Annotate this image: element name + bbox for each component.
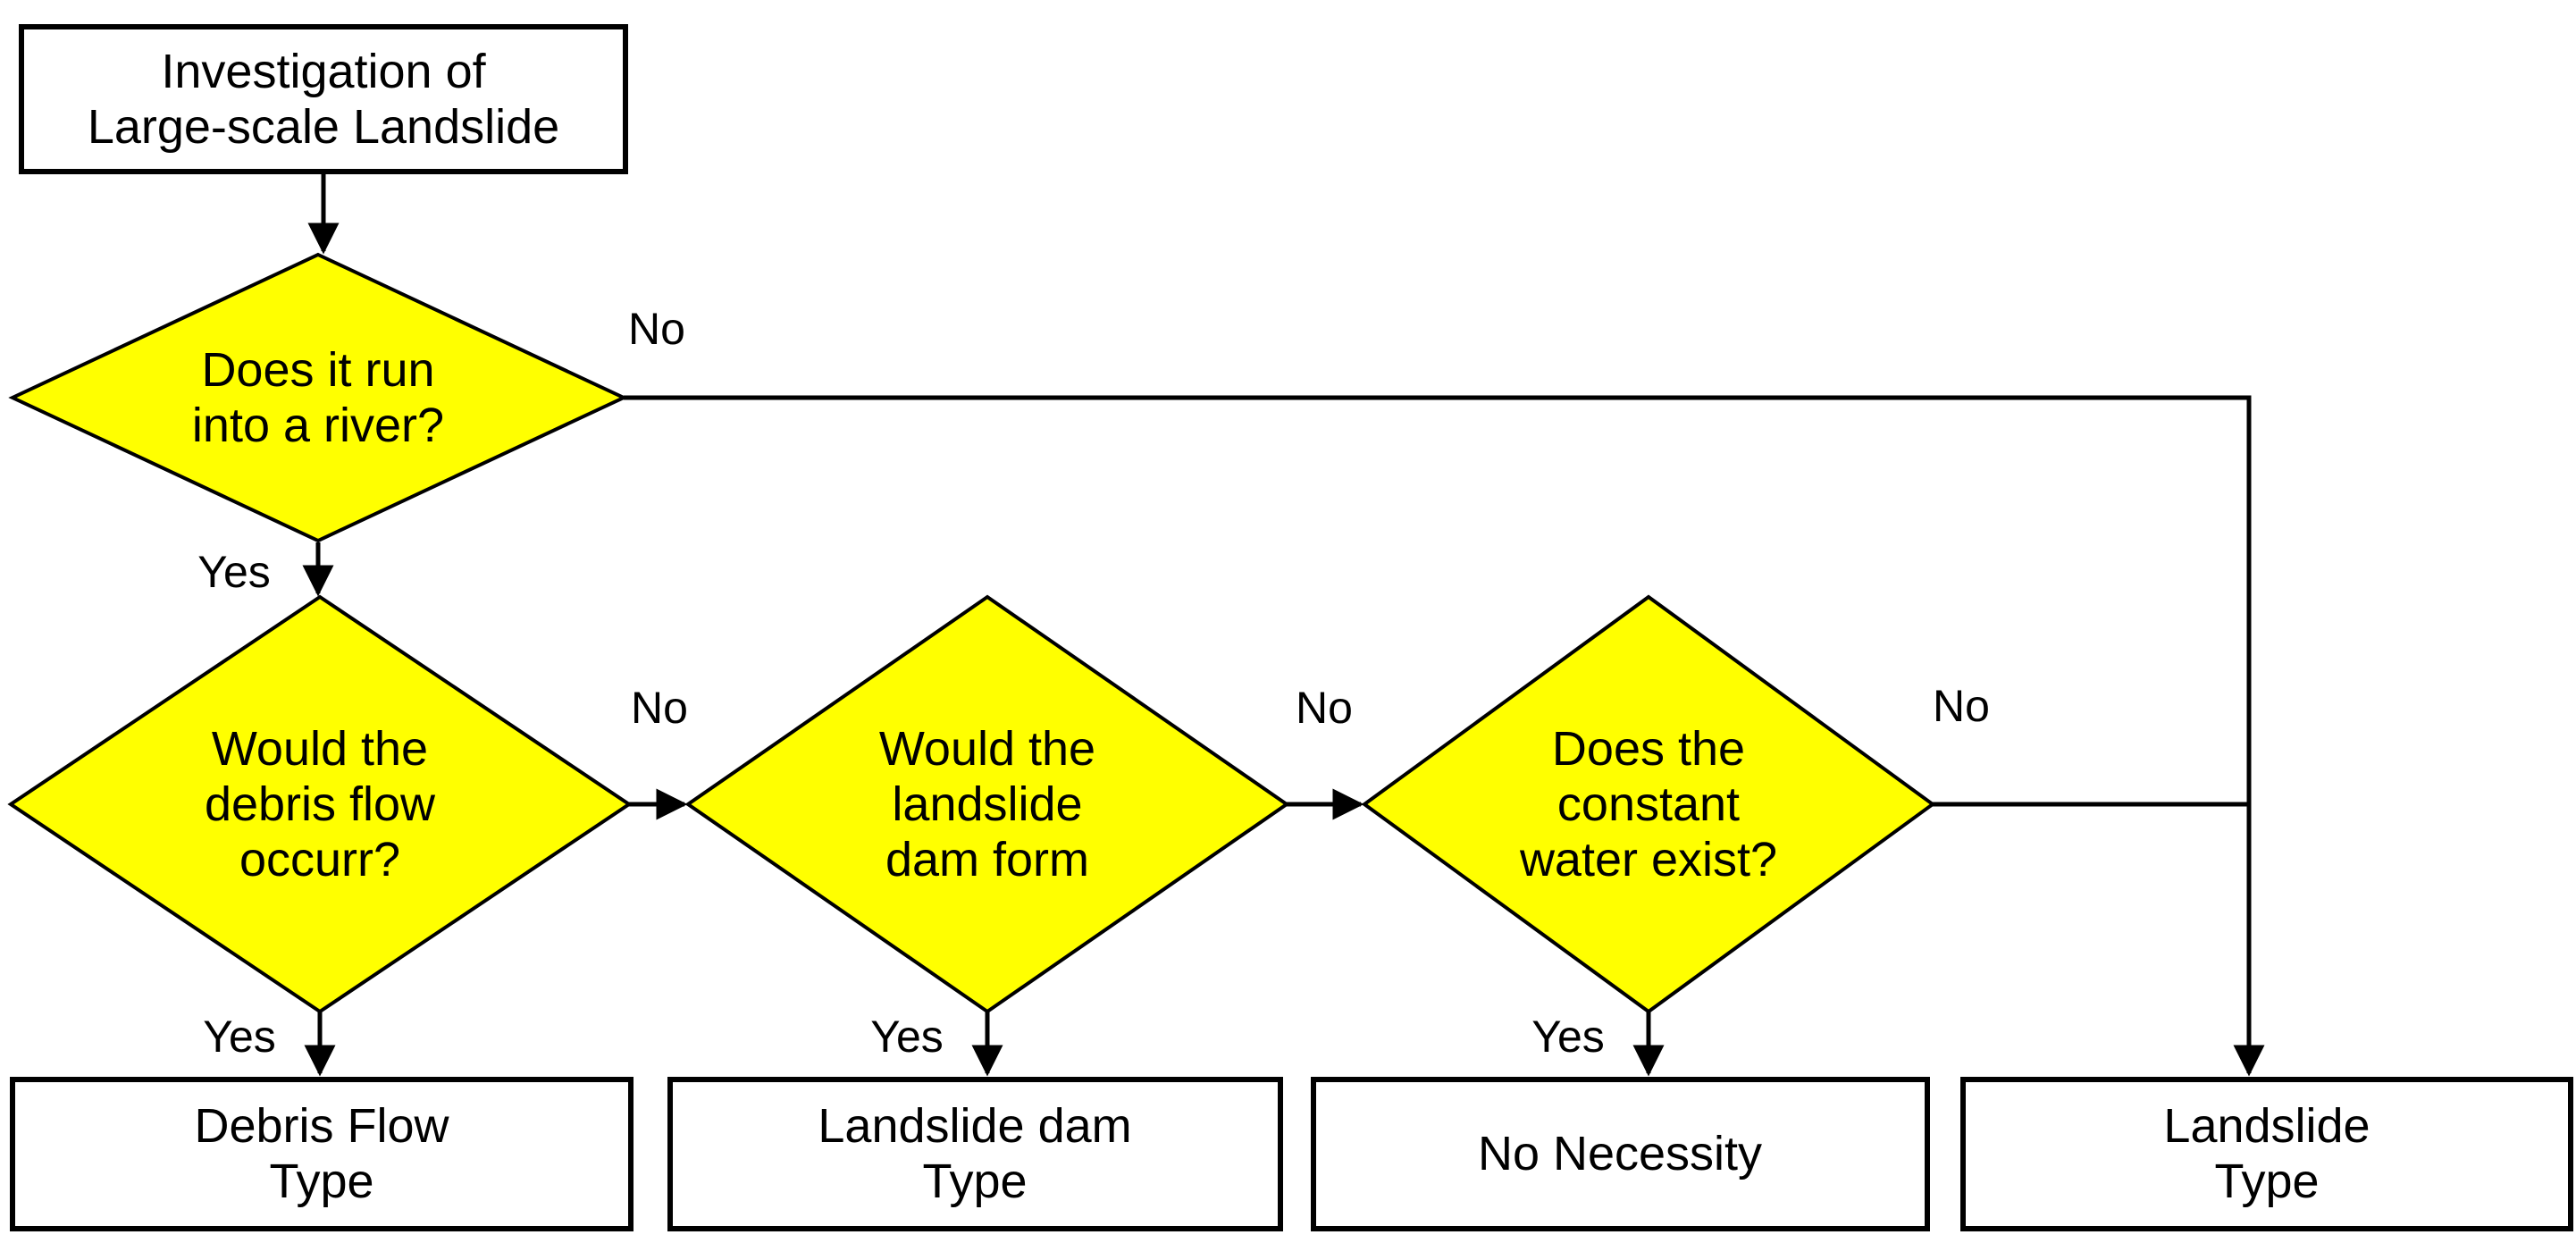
decision-landslide-dam-diamond <box>684 594 1290 1014</box>
result-landslide-type-label-line1: Landslide <box>2163 1099 2370 1153</box>
start-box-label-line2: Large-scale Landslide <box>88 100 559 154</box>
result-debris-flow-type-label-line2: Type <box>269 1155 373 1208</box>
edge-label-water-yes: Yes <box>1531 1012 1605 1062</box>
result-landslide-dam-type-label-line1: Landslide dam <box>818 1099 1131 1153</box>
decision-landslide-dam-label-line3: dam form <box>885 833 1089 886</box>
result-debris-flow-type: Debris Flow Type <box>10 1077 634 1231</box>
decision-river-label-line2: into a river? <box>192 399 444 452</box>
decision-constant-water-label-line1: Does the <box>1552 722 1745 776</box>
result-no-necessity-label-line1: No Necessity <box>1478 1127 1762 1180</box>
result-debris-flow-type-label-line1: Debris Flow <box>194 1099 449 1153</box>
edge-label-river-no: No <box>628 304 685 354</box>
decision-river-diamond <box>8 252 628 543</box>
decision-landslide-dam-label-line2: landslide <box>892 777 1082 831</box>
result-no-necessity: No Necessity <box>1311 1077 1930 1231</box>
decision-constant-water-diamond <box>1361 594 1936 1014</box>
result-landslide-type: Landslide Type <box>1960 1077 2573 1231</box>
result-debris-flow-type-box <box>10 1077 634 1231</box>
edge-label-river-yes: Yes <box>197 547 271 597</box>
decision-river: Does it run into a river? <box>8 252 628 543</box>
result-landslide-dam-type-label-line2: Type <box>922 1155 1027 1208</box>
edge-label-debris-no: No <box>631 683 688 733</box>
result-landslide-type-label-line2: Type <box>2214 1155 2319 1208</box>
start-box <box>19 24 628 174</box>
edge-river-no-to-landslide-type <box>624 395 2265 1077</box>
start-box-label-line1: Investigation of <box>161 45 486 98</box>
result-landslide-type-box <box>1960 1077 2573 1231</box>
decision-debris-flow-diamond <box>7 594 633 1014</box>
decision-constant-water-label-line3: water exist? <box>1519 833 1777 886</box>
result-no-necessity-box <box>1311 1077 1930 1231</box>
decision-river-label-line1: Does it run <box>201 343 434 397</box>
result-landslide-dam-type: Landslide dam Type <box>667 1077 1283 1231</box>
edge-label-debris-yes: Yes <box>203 1012 276 1062</box>
decision-landslide-dam-label-line1: Would the <box>879 722 1095 776</box>
decision-debris-flow-label-line3: occurr? <box>239 833 400 886</box>
decision-constant-water: Does the constant water exist? <box>1361 594 1936 1014</box>
edge-label-water-no: No <box>1933 681 1990 731</box>
decision-constant-water-label-line2: constant <box>1557 777 1740 831</box>
decision-debris-flow-label-line2: debris flow <box>205 777 436 831</box>
start-node: Investigation of Large-scale Landslide <box>19 24 628 174</box>
edge-label-dam-no: No <box>1296 683 1353 733</box>
decision-debris-flow: Would the debris flow occurr? <box>7 594 633 1014</box>
result-landslide-dam-type-box <box>667 1077 1283 1231</box>
decision-debris-flow-label-line1: Would the <box>212 722 428 776</box>
decision-landslide-dam: Would the landslide dam form <box>684 594 1290 1014</box>
edge-label-dam-yes: Yes <box>870 1012 944 1062</box>
